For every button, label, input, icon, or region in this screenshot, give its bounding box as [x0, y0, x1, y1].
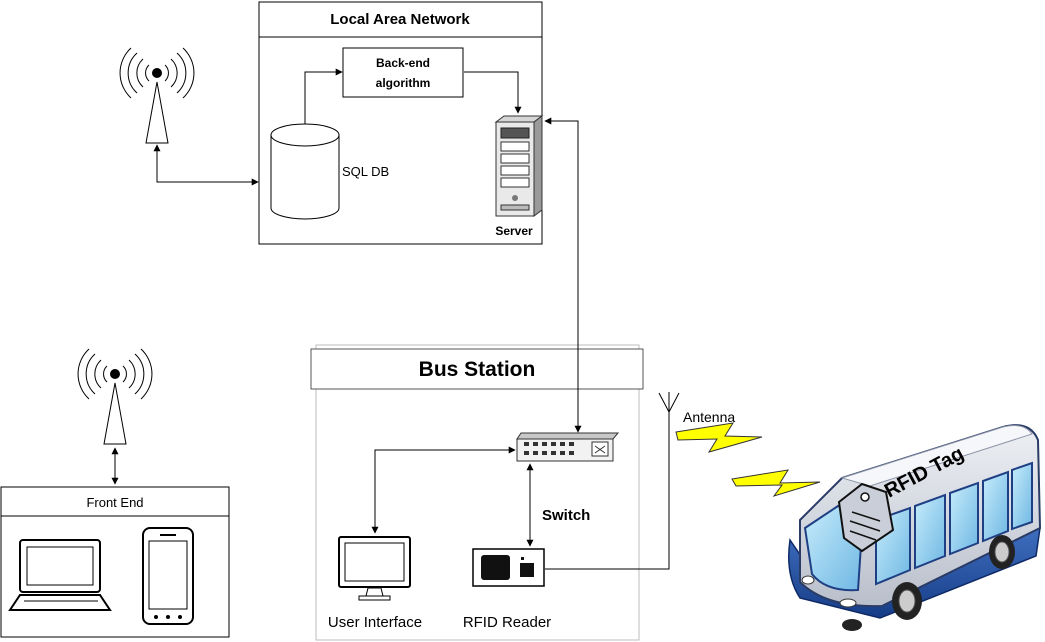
rfid-tag-icon — [837, 482, 895, 553]
db-to-backend-arrow — [304, 68, 343, 124]
bus-icon — [788, 424, 1042, 631]
backend-algorithm-box: Back-end algorithm — [342, 47, 464, 98]
sql-db-icon — [270, 123, 340, 220]
signal-bolt-icon — [675, 422, 763, 453]
switch-icon — [516, 432, 620, 462]
rfid-reader-icon — [472, 548, 545, 587]
reader-to-antenna-wire — [545, 412, 670, 570]
lan-title: Local Area Network — [330, 11, 470, 28]
bus-station-title: Bus Station — [419, 358, 536, 381]
server-to-switch-arrow — [544, 117, 582, 433]
user-interface-label: User Interface — [328, 614, 422, 631]
front-end-title: Front End — [86, 495, 143, 510]
rfid-reader-label: RFID Reader — [463, 614, 551, 631]
tower-to-lan-arrow — [153, 144, 259, 186]
server-label: Server — [495, 224, 533, 238]
monitor-icon — [338, 536, 411, 601]
backend-to-server-arrow — [464, 71, 522, 114]
switch-label: Switch — [542, 507, 590, 524]
switch-to-ui-arrow — [371, 446, 516, 534]
backend-label-line2: algorithm — [376, 76, 431, 90]
server-icon — [494, 115, 544, 217]
left-tower-icon — [77, 348, 153, 445]
antenna-label: Antenna — [683, 409, 735, 425]
smartphone-icon — [142, 527, 194, 625]
backend-label-line1: Back-end — [376, 56, 430, 70]
signal-bolt-icon — [731, 469, 821, 497]
sql-db-label: SQL DB — [342, 164, 389, 179]
laptop-icon — [8, 539, 112, 611]
antenna-icon — [658, 392, 680, 418]
top-tower-icon — [119, 47, 195, 144]
